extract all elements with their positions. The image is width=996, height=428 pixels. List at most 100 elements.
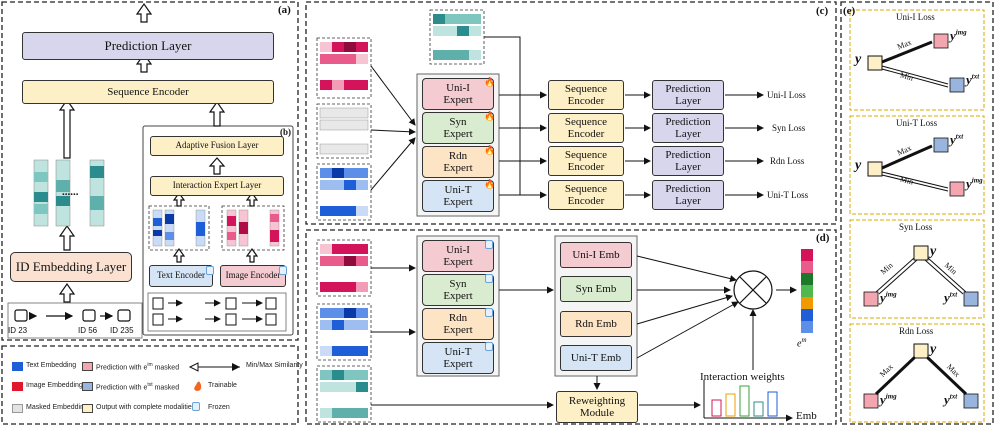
item-id-2: ID 56	[78, 326, 98, 335]
legend-pred-txt-swatch	[82, 382, 93, 391]
legend-text-swatch	[12, 362, 23, 371]
reweighting-module: Reweighting Module	[556, 391, 638, 423]
item-id-3: ID 235	[110, 326, 134, 335]
d-emb-uni-t: Uni-T Emb	[560, 345, 632, 371]
legend-masked-embedding: Masked Embedding	[26, 404, 88, 411]
e3-y-img: yimg	[880, 290, 897, 305]
text-encoder: Text Encoder	[149, 265, 213, 287]
adaptive-fusion-layer: Adaptive Fusion Layer	[150, 136, 284, 156]
legend-frozen: Frozen	[208, 404, 230, 411]
id-embedding-columns	[33, 159, 105, 227]
d-emb-syn: Syn Emb	[560, 276, 632, 302]
e-title-2: Uni-T Loss	[896, 118, 938, 128]
panel-c-border	[305, 1, 837, 225]
e2-y: y	[855, 158, 862, 173]
e-box-4	[849, 323, 985, 423]
frozen-icon	[206, 266, 214, 275]
e-title-4: Rdn Loss	[899, 326, 934, 336]
trainable-icon: 🔥	[484, 111, 496, 121]
panel-e-border	[840, 1, 994, 425]
weight-bars	[711, 385, 778, 417]
frozen-icon	[485, 240, 493, 249]
c-pred-layer-1: Prediction Layer	[652, 80, 724, 110]
legend-minmax: Min/Max Similarity	[246, 362, 303, 369]
c-input-stacks	[316, 9, 485, 221]
c-seq-encoder-4: Sequence Encoder	[548, 180, 624, 210]
legend-masked-swatch	[12, 404, 23, 413]
e4-y-img: yimg	[880, 392, 897, 407]
item-icons	[7, 302, 143, 339]
legend-image-embedding: Image Embedding	[26, 382, 83, 389]
id-ellipsis: ......	[62, 186, 79, 198]
panel-label-d: (d)	[816, 232, 830, 244]
d-expert-syn: Syn Expert	[422, 274, 494, 306]
emb-axis-label: Emb	[796, 410, 817, 422]
c-seq-encoder-1: Sequence Encoder	[548, 80, 624, 110]
e3-y-txt: ytxt	[944, 290, 958, 305]
c-seq-encoder-3: Sequence Encoder	[548, 146, 624, 176]
d-expert-uni-i: Uni-I Expert	[422, 240, 494, 272]
legend-text-embedding: Text Embedding	[26, 362, 77, 369]
d-emb-uni-i: Uni-I Emb	[560, 242, 632, 268]
c-pred-layer-2: Prediction Layer	[652, 113, 724, 143]
e-title-3: Syn Loss	[899, 222, 933, 232]
e1-y: y	[855, 52, 862, 67]
d-emb-rdn: Rdn Emb	[560, 311, 632, 337]
e-title-1: Uni-I Loss	[896, 12, 935, 22]
panel-label-a: (a)	[278, 4, 291, 16]
panel-d-border	[305, 229, 837, 425]
trainable-icon: 🔥	[484, 179, 496, 189]
image-encoder: Image Encoder	[220, 265, 286, 287]
c-expert-syn: Syn Expert	[422, 112, 494, 144]
legend-border	[1, 345, 299, 425]
e3-y: y	[930, 244, 937, 259]
c-expert-rdn: Rdn Expert	[422, 146, 494, 178]
e2-y-txt: ytxt	[950, 132, 964, 147]
e-geometry	[863, 33, 979, 409]
d-expert-rdn: Rdn Expert	[422, 308, 494, 340]
e4-y-txt: ytxt	[944, 392, 958, 407]
c-loss-uni-t: Uni-T Loss	[767, 190, 809, 200]
panel-label-c: (c)	[816, 5, 829, 17]
legend-pred-txt-masked: Prediction with etxt masked	[96, 382, 180, 392]
d-expert-uni-t: Uni-T Expert	[422, 342, 494, 374]
c-pred-layer-3: Prediction Layer	[652, 146, 724, 176]
sequence-encoder: Sequence Encoder	[22, 80, 274, 104]
c-expert-uni-t: Uni-T Expert	[422, 180, 494, 212]
modality-icons	[152, 297, 277, 326]
frozen-icon	[192, 402, 200, 411]
output-vector	[801, 249, 813, 333]
encoder-columns	[152, 209, 280, 247]
item-id-1: ID 23	[8, 326, 28, 335]
legend-trainable: Trainable	[208, 382, 237, 389]
panel-a-border	[1, 1, 299, 341]
panel-label-b: (b)	[280, 127, 291, 137]
legend-image-swatch	[12, 382, 23, 391]
legend-pred-img-masked: Prediction with eim masked	[96, 362, 180, 372]
e1-y-img: yimg	[950, 28, 967, 43]
panel-label-e: (e)	[843, 5, 856, 17]
trainable-icon: 🔥	[484, 77, 496, 87]
legend-output-swatch	[82, 404, 93, 413]
e-box-1	[849, 9, 985, 111]
frozen-icon	[279, 266, 287, 275]
frozen-icon	[485, 308, 493, 317]
c-seq-encoder-2: Sequence Encoder	[548, 113, 624, 143]
frozen-icon	[485, 342, 493, 351]
e-box-2	[849, 115, 985, 215]
c-loss-syn: Syn Loss	[772, 123, 806, 133]
c-pred-layer-4: Prediction Layer	[652, 180, 724, 210]
legend-output-complete: Output with complete modalities	[96, 404, 196, 411]
c-loss-uni-i: Uni-I Loss	[767, 90, 806, 100]
interaction-weights-label: Interaction weights	[700, 371, 785, 383]
output-em-label: em	[797, 336, 807, 350]
trainable-icon: 🔥	[484, 145, 496, 155]
c-arrows	[370, 36, 764, 199]
c-expert-uni-i: Uni-I Expert	[422, 78, 494, 110]
e-box-3	[849, 219, 985, 319]
prediction-layer: Prediction Layer	[22, 32, 274, 60]
e4-y: y	[930, 342, 937, 357]
e2-y-img: yimg	[966, 176, 983, 191]
c-loss-rdn: Rdn Loss	[770, 156, 805, 166]
